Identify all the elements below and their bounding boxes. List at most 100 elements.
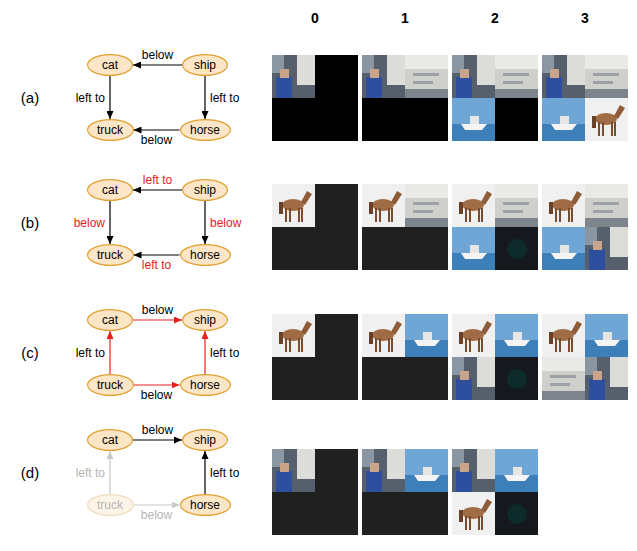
relation-arrow (133, 439, 182, 440)
image-tile (272, 449, 315, 492)
image-tile (452, 227, 495, 270)
relation-arrow (204, 201, 205, 244)
frame (362, 55, 448, 141)
relation-label: below (142, 423, 173, 437)
relation-arrow (204, 76, 205, 119)
node-ellipse (87, 495, 133, 516)
frame (452, 314, 538, 400)
relation-label: left to (76, 466, 105, 480)
relation-arrow (133, 64, 182, 65)
object-node: ship (182, 429, 228, 451)
object-node: truck (87, 494, 134, 516)
node-text: truck (97, 378, 123, 392)
image-tile (542, 55, 585, 98)
relation-arrow (109, 331, 110, 374)
image-tile (495, 449, 538, 492)
node-ellipse (180, 120, 230, 141)
panel-label: (a) (21, 89, 39, 106)
image-tile (495, 357, 538, 400)
node-ellipse (183, 310, 228, 331)
node-text: cat (102, 58, 118, 72)
node-ellipse (87, 245, 133, 266)
panel-label: (b) (21, 214, 39, 231)
column-number: 2 (491, 10, 499, 26)
image-tile (585, 314, 628, 357)
image-tile (452, 449, 495, 492)
image-tile (362, 55, 405, 98)
image-tile (585, 98, 628, 141)
relation-arrow (109, 76, 110, 119)
node-text: ship (194, 183, 216, 197)
relation-label: left to (210, 466, 239, 480)
image-tile (495, 184, 538, 227)
relation-arrow (134, 384, 180, 385)
node-text: horse (190, 248, 220, 262)
object-node: horse (180, 374, 231, 396)
node-ellipse (180, 245, 230, 266)
frame (362, 314, 448, 400)
object-node: cat (87, 179, 133, 201)
node-ellipse (87, 375, 133, 396)
image-tile (585, 227, 628, 270)
frame (542, 184, 628, 270)
image-tile (452, 357, 495, 400)
image-tile (495, 55, 538, 98)
image-tile (405, 449, 448, 492)
relation-arrow (133, 319, 182, 320)
node-ellipse (88, 310, 133, 331)
image-tile (452, 55, 495, 98)
relation-arrow (204, 451, 205, 494)
image-tile (542, 184, 585, 227)
relation-label: left to (142, 258, 171, 272)
frame (272, 184, 358, 270)
node-text: cat (102, 313, 118, 327)
image-tile (542, 357, 585, 400)
relation-arrow (134, 129, 180, 130)
node-ellipse (88, 55, 133, 76)
frame (452, 449, 538, 535)
frame (362, 184, 448, 270)
image-tile (272, 55, 315, 98)
image-tile (272, 184, 315, 227)
object-node: truck (87, 119, 134, 141)
node-text: ship (194, 433, 216, 447)
image-tile (495, 227, 538, 270)
object-node: cat (87, 309, 133, 331)
image-tile (542, 98, 585, 141)
node-text: truck (97, 248, 123, 262)
object-node: truck (87, 244, 134, 266)
image-tile (452, 98, 495, 141)
relation-label: below (210, 216, 241, 230)
object-node: ship (182, 309, 228, 331)
node-ellipse (180, 375, 230, 396)
node-ellipse (183, 180, 228, 201)
node-ellipse (183, 55, 228, 76)
image-tile (495, 314, 538, 357)
frame (542, 55, 628, 141)
panel-label: (d) (21, 464, 39, 481)
relation-arrow (134, 254, 180, 255)
image-tile (362, 314, 405, 357)
node-text: cat (102, 183, 118, 197)
image-tile (585, 184, 628, 227)
node-ellipse (180, 495, 230, 516)
object-node: truck (87, 374, 134, 396)
relation-label: left to (143, 173, 172, 187)
image-tile (362, 184, 405, 227)
object-node: cat (87, 54, 133, 76)
image-tile (405, 314, 448, 357)
object-node: horse (180, 119, 231, 141)
frame (452, 55, 538, 141)
image-tile (542, 314, 585, 357)
column-number: 3 (581, 10, 589, 26)
relation-arrow (133, 189, 182, 190)
relation-label: below (141, 133, 172, 147)
node-text: ship (194, 313, 216, 327)
node-ellipse (87, 120, 133, 141)
object-node: ship (182, 179, 228, 201)
frame (362, 449, 448, 535)
node-ellipse (88, 180, 133, 201)
image-tile (452, 492, 495, 535)
column-number: 0 (311, 10, 319, 26)
image-tile (585, 357, 628, 400)
